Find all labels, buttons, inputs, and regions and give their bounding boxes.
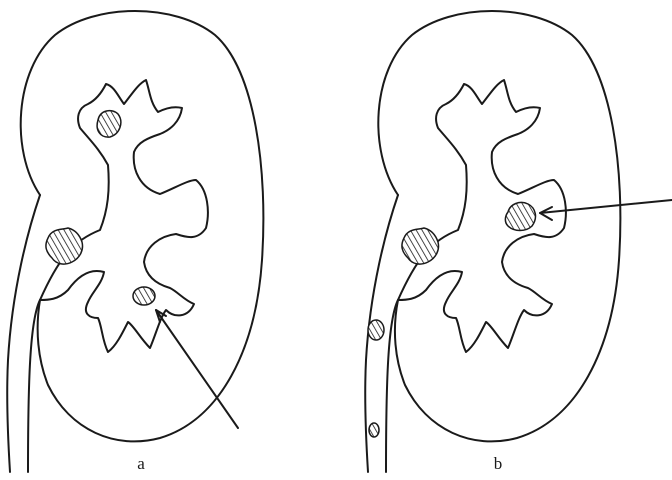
panel-label-b: b xyxy=(488,454,508,474)
ureter-outer-a xyxy=(7,195,40,472)
arrowhead-b xyxy=(540,207,552,220)
renal-pelvis-b xyxy=(398,80,566,352)
pointer-arrow-a xyxy=(156,310,238,428)
kidney-outline-a xyxy=(21,11,264,441)
panel-label-a: a xyxy=(131,454,151,474)
stone-ureter-upper-b xyxy=(368,320,384,340)
stone-pelvis-b xyxy=(402,228,439,264)
panel-a xyxy=(7,11,263,472)
renal-pelvis-a xyxy=(40,80,208,352)
stone-pelvis-a xyxy=(46,228,83,264)
stone-middle-calyx-b xyxy=(505,202,535,230)
stone-upper-calyx-a xyxy=(97,111,121,137)
ureter-inner-b xyxy=(386,300,398,472)
stone-ureter-lower-b xyxy=(369,423,379,437)
stone-lower-calyx-a xyxy=(133,287,155,305)
kidney-outline-b xyxy=(378,11,620,441)
pointer-arrow-b xyxy=(540,200,672,213)
